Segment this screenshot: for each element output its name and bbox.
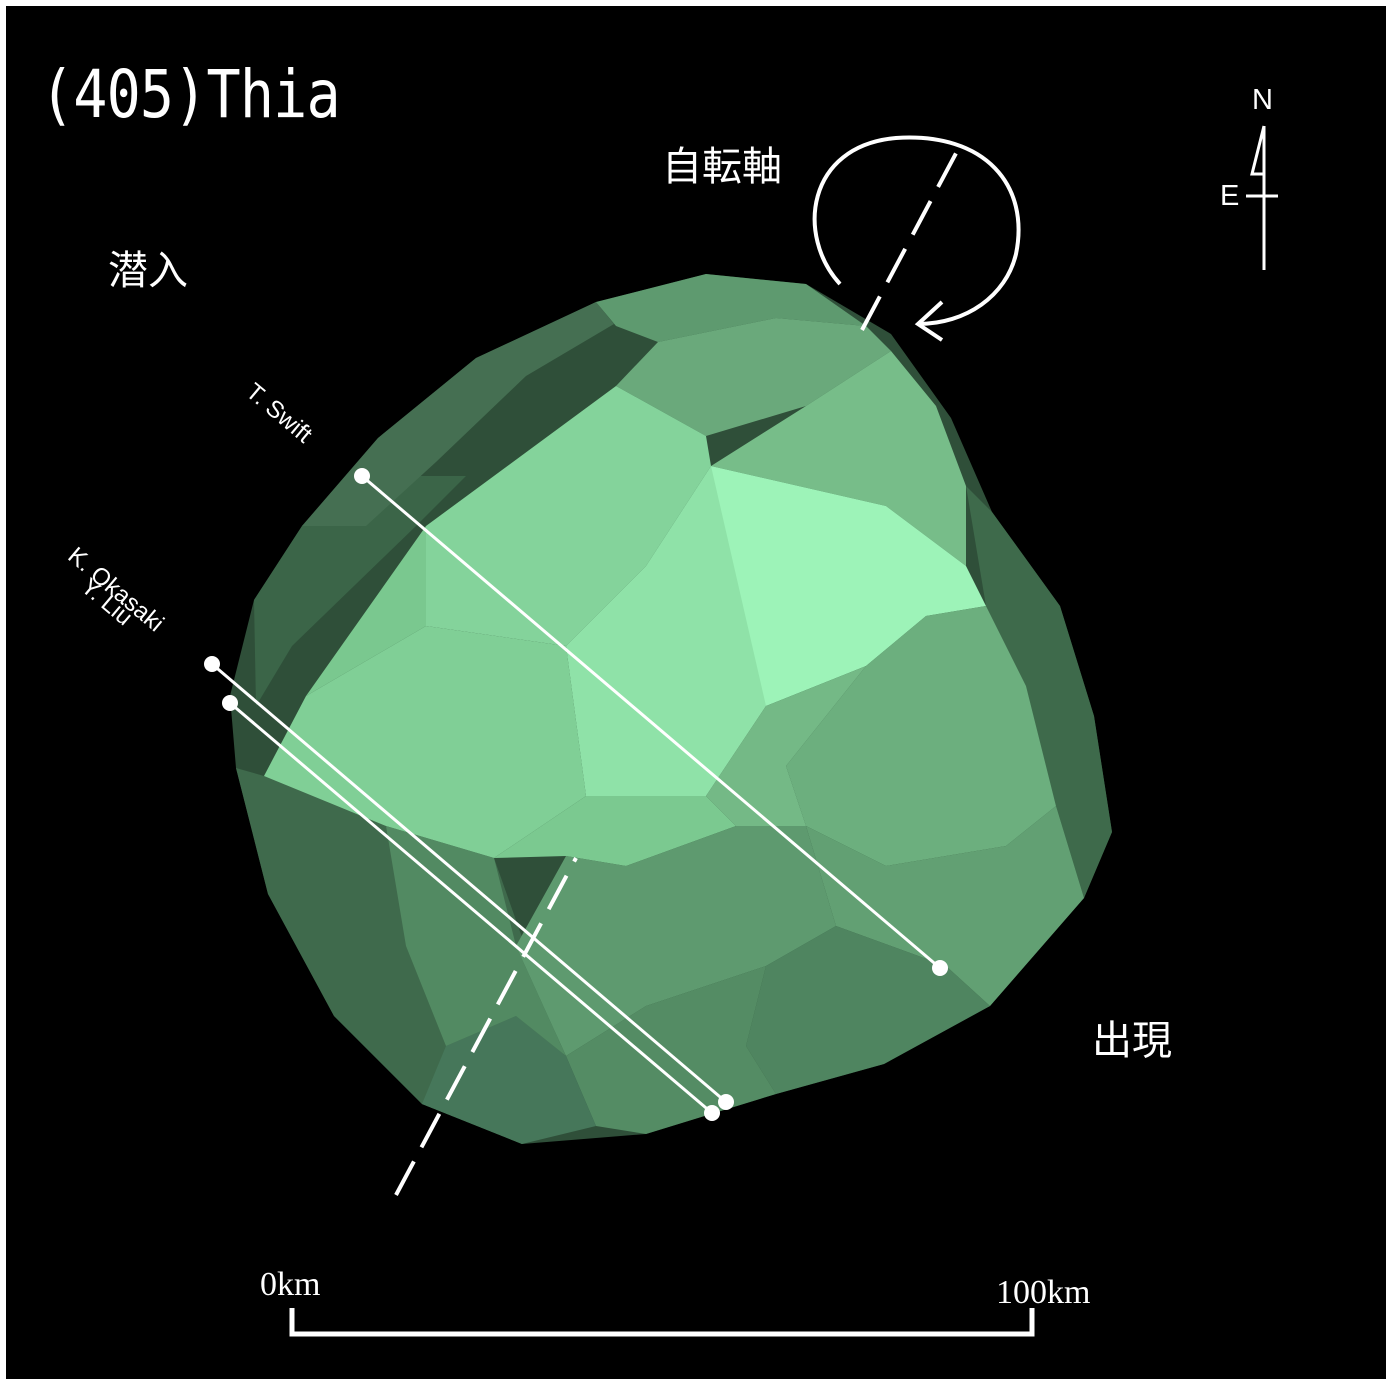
chord-liu-start-dot	[222, 695, 238, 711]
asteroid-facet	[566, 966, 776, 1134]
asteroid-facet	[711, 351, 966, 566]
compass-east-label: E	[1220, 180, 1240, 212]
chord-okasaki	[211, 662, 727, 1104]
rotation-axis-line	[860, 141, 964, 331]
chord-swift	[361, 474, 941, 970]
asteroid-facet	[302, 302, 614, 526]
ingress-label: 潜入	[108, 248, 188, 294]
rotation-arrowhead	[914, 300, 944, 342]
asteroid-diagram	[204, 125, 1278, 1337]
egress-label: 出現	[1092, 1018, 1172, 1064]
chord-swift-end-dot	[932, 960, 948, 976]
scale-bar	[289, 1308, 1035, 1337]
rotation-axis-label: 自転軸	[662, 144, 782, 190]
asteroid-facet	[386, 826, 566, 1056]
asteroid-facet	[422, 1016, 596, 1144]
asteroid-facet	[966, 486, 1112, 898]
compass-north-label: N	[1252, 84, 1273, 116]
chord-okasaki-start-dot	[204, 656, 220, 672]
scale-end-label: 100km	[996, 1274, 1091, 1311]
chord-liu	[229, 701, 713, 1115]
chord-swift-start-dot	[354, 468, 370, 484]
asteroid-facet	[746, 926, 990, 1094]
chord-okasaki-end-dot	[718, 1094, 734, 1110]
asteroid-facet	[254, 476, 466, 706]
rotation-axis-line	[394, 857, 578, 1196]
scale-start-label: 0km	[260, 1266, 321, 1303]
asteroid-facet	[566, 466, 766, 796]
asteroid-facet	[786, 606, 1056, 866]
asteroid-facet	[306, 526, 426, 696]
asteroid-facet	[806, 806, 1084, 1006]
asteroid-facet	[516, 826, 836, 1056]
diagram-canvas: (405)Thia 自転軸 潜入 出現 N E T. Swift K. Okas…	[6, 6, 1386, 1379]
asteroid-facet	[596, 274, 866, 342]
chord-liu-end-dot	[704, 1105, 720, 1121]
asteroid-facet	[426, 386, 711, 646]
rotation-arrow	[812, 135, 1021, 326]
asteroid-facet	[706, 666, 866, 826]
asteroid-title: (405)Thia	[40, 56, 341, 133]
asteroid-facet	[616, 318, 891, 436]
asteroid-facet	[494, 796, 736, 866]
compass-arrow	[1250, 125, 1266, 176]
